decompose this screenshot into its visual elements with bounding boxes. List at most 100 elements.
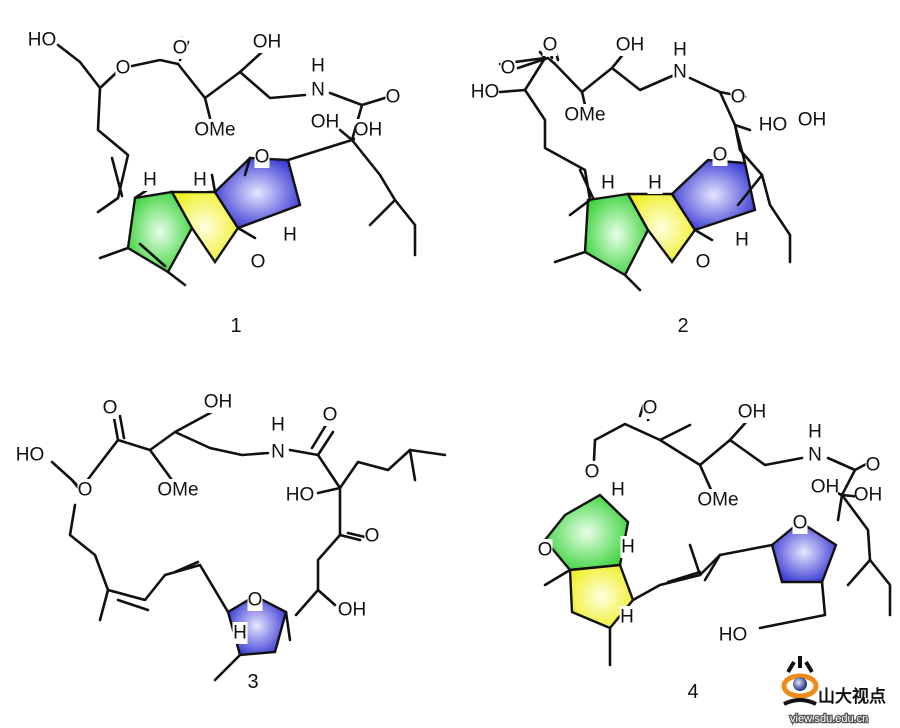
atom-label-bg — [760, 114, 786, 136]
atom-label-bg — [142, 169, 158, 191]
bond — [578, 168, 595, 200]
bond — [826, 456, 872, 472]
compound-number: 2 — [677, 315, 688, 337]
bond — [130, 58, 180, 68]
ring-blue-compound-1 — [213, 156, 302, 230]
atom-label: O — [538, 540, 553, 561]
atom-label-bg — [270, 441, 286, 463]
bond — [316, 486, 342, 495]
atom-label-bg — [102, 397, 118, 419]
bond — [316, 448, 447, 490]
atom-label: OH — [354, 120, 383, 141]
logo-rays-icon — [786, 656, 814, 674]
atom-label-bg — [619, 606, 635, 628]
atom-label: O — [116, 58, 131, 79]
watermark-name: 山大视点 — [818, 686, 886, 707]
atom-label-bg — [196, 119, 234, 141]
bond — [408, 448, 417, 482]
atom-label: OH — [811, 477, 840, 498]
bond — [350, 138, 417, 257]
watermark-logo: 山大视点 view.sdu.edu.cn — [781, 656, 886, 726]
bond — [703, 553, 722, 582]
atom-label: H — [621, 537, 635, 558]
atom-label: HO — [286, 485, 315, 506]
atom-label-bg — [270, 414, 286, 436]
atom-label-bg — [807, 421, 823, 443]
bond — [286, 138, 354, 162]
bond — [543, 568, 572, 587]
atom-label-bg — [807, 444, 823, 466]
bond — [316, 588, 337, 607]
compound-number: 3 — [247, 671, 258, 693]
atom-label-bg — [310, 55, 326, 77]
ring-green-compound-1 — [126, 190, 194, 274]
logo-eye-icon — [781, 673, 819, 699]
atom-label-bg — [29, 29, 55, 51]
atom-label-bg — [617, 34, 643, 56]
bond — [516, 56, 557, 70]
bond — [106, 563, 230, 614]
atom-label: H — [620, 607, 634, 628]
atom-label: OMe — [194, 120, 235, 141]
bond — [592, 422, 692, 462]
atom-label-bg — [385, 86, 401, 108]
bond — [56, 43, 118, 90]
bond — [173, 560, 200, 574]
atom-label-bg — [77, 479, 93, 501]
bond — [238, 70, 307, 100]
atom-label: OH — [253, 32, 282, 53]
atom-label-bg — [247, 589, 263, 611]
atom-label: HO — [16, 445, 45, 466]
atom-label-bg — [672, 39, 688, 61]
bond — [118, 414, 126, 440]
bond — [736, 173, 764, 207]
bond — [116, 410, 214, 452]
atom-label-bg — [855, 484, 881, 506]
bond — [666, 570, 702, 584]
atom-label: OH — [798, 110, 827, 131]
atom-label: O — [696, 252, 711, 273]
atom-label: OMe — [564, 105, 605, 126]
bond — [310, 423, 328, 450]
atom-label-bg — [205, 391, 231, 413]
atom-label: OMe — [157, 480, 198, 501]
bond — [110, 156, 124, 198]
atom-label-bg — [799, 109, 825, 131]
atom-label-bg — [620, 536, 636, 558]
ring-yellow-compound-2 — [625, 192, 697, 265]
bond — [733, 123, 747, 165]
atom-label: H — [271, 415, 285, 436]
bond — [176, 50, 264, 100]
atom-label-bg — [172, 37, 188, 59]
bond — [623, 273, 642, 292]
atom-label-bg — [232, 622, 248, 644]
atom-label-bg — [734, 229, 750, 251]
atom-label: H — [648, 173, 662, 194]
bond — [203, 96, 212, 120]
atom-label: O — [731, 87, 746, 108]
bond — [498, 56, 547, 94]
bond — [728, 438, 804, 467]
bond — [698, 463, 714, 494]
ring-blue-compound-2 — [670, 158, 757, 232]
atom-label-bg — [647, 172, 663, 194]
bond — [553, 50, 627, 94]
atom-label: OH — [311, 112, 340, 133]
atom-label: O — [501, 58, 516, 79]
atom-label: OMe — [697, 490, 738, 511]
atom-label: H — [601, 173, 615, 194]
bond — [173, 430, 270, 457]
atom-label-bg — [254, 146, 270, 168]
atom-label-bg — [792, 512, 808, 534]
atom-label: N — [311, 80, 325, 101]
atom-label: O — [248, 590, 263, 611]
atom-label: O — [103, 398, 118, 419]
bond — [693, 228, 714, 242]
bond — [284, 610, 292, 642]
atom-label-bg — [566, 104, 604, 126]
atom-label-bg — [282, 224, 298, 246]
atom-label: OH — [204, 392, 233, 413]
bond — [96, 86, 130, 214]
ring-green-compound-2 — [583, 192, 650, 277]
bond — [523, 88, 592, 217]
